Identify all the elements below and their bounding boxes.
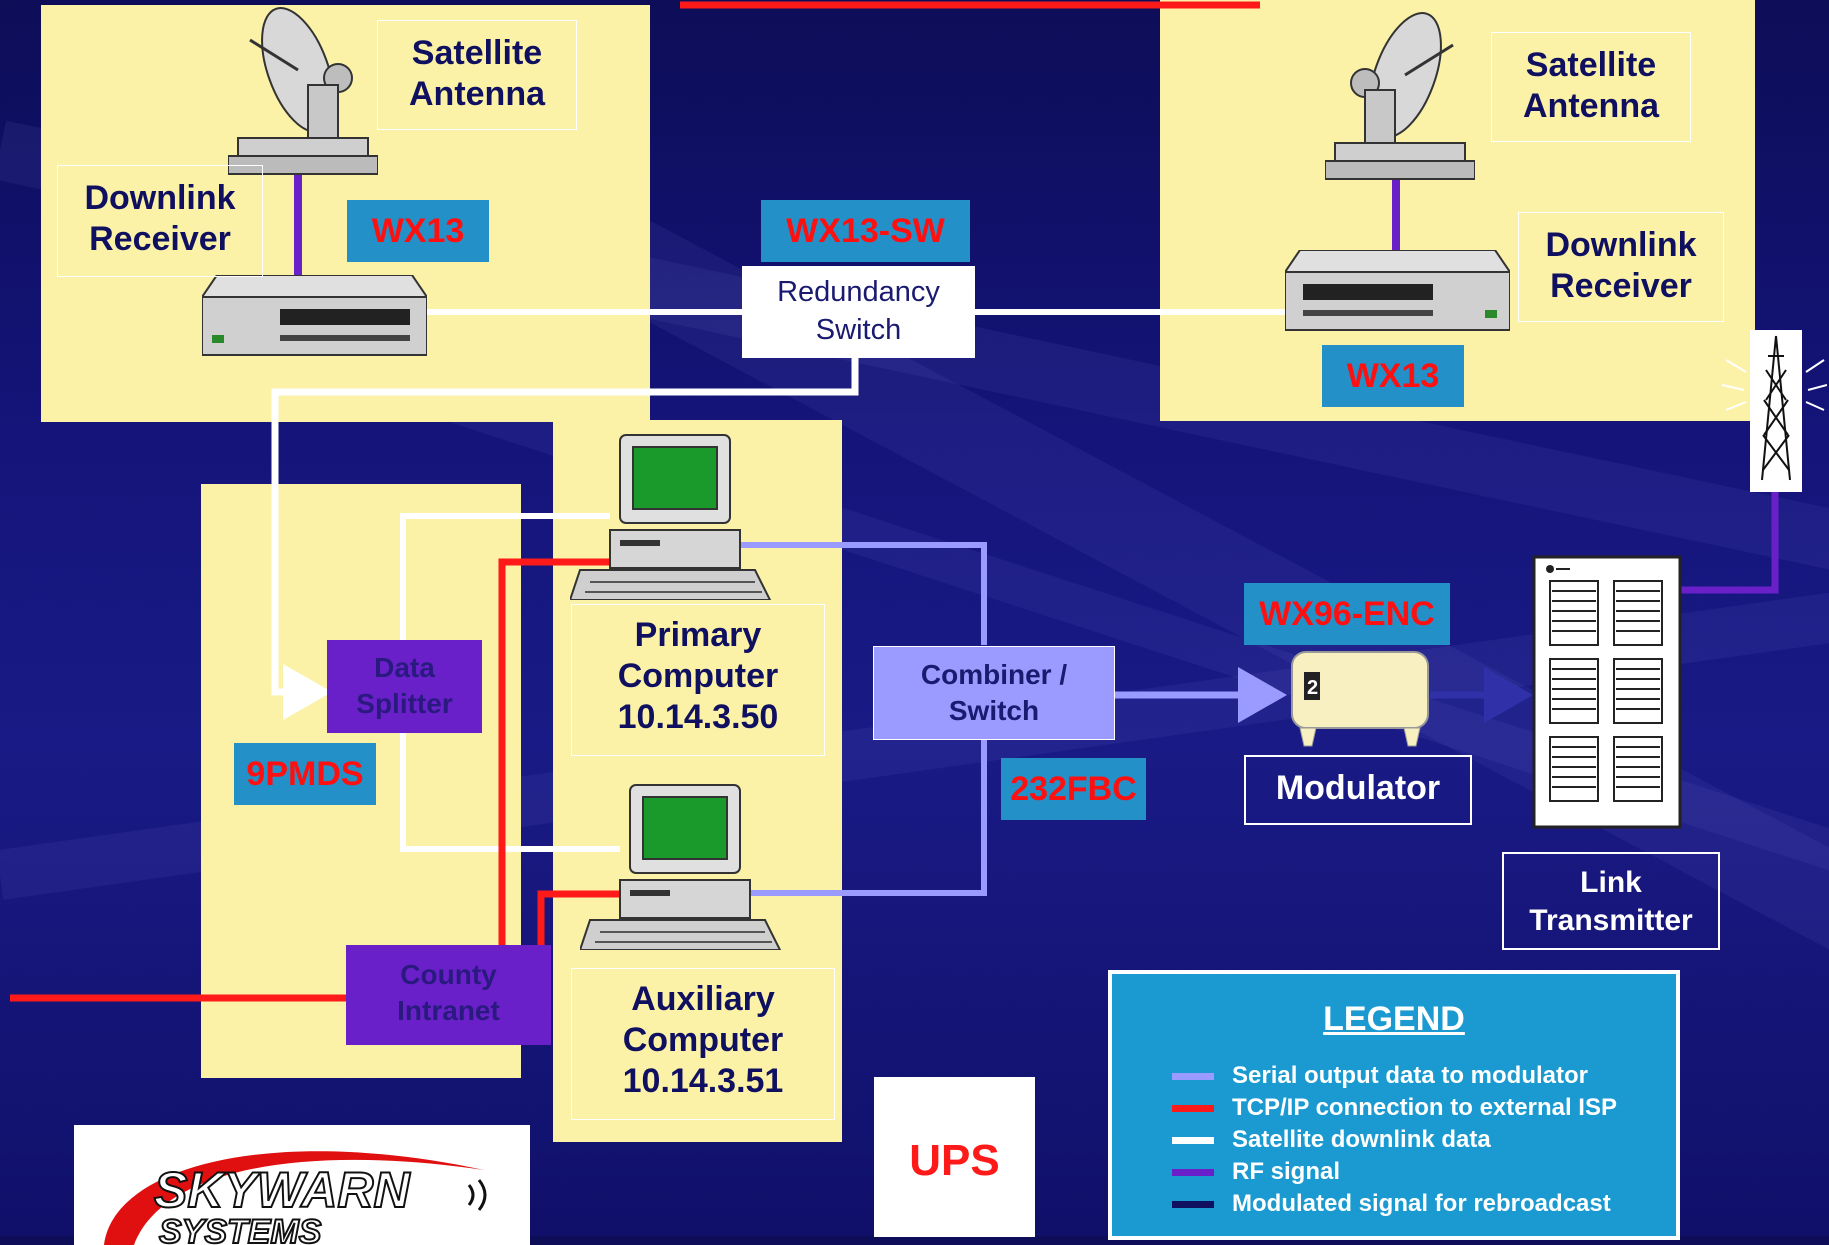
skywarn-logo: SKYWARN SYSTEMS [74, 1125, 530, 1245]
9pmds-tag: 9PMDS [234, 743, 376, 805]
serial-auxiliary-to-combiner [745, 740, 987, 896]
legend-swatch [1172, 1168, 1214, 1176]
satellite-antenna-label: Satellite Antenna [1491, 32, 1691, 142]
legend-label: TCP/IP connection to external ISP [1232, 1094, 1617, 1121]
legend-swatch [1172, 1200, 1214, 1208]
legend-swatch [1172, 1072, 1214, 1080]
red-intranet-to-auxiliary [537, 890, 622, 945]
primary-computer-icon [570, 434, 772, 600]
white-switch-to-splitter [271, 358, 859, 720]
legend-item: TCP/IP connection to external ISP [1172, 1093, 1617, 1123]
ups-box: UPS [874, 1077, 1035, 1237]
county-intranet: County Intranet [346, 945, 551, 1045]
modulator-icon: 2 [1291, 651, 1429, 747]
legend-label: Satellite downlink data [1232, 1126, 1491, 1153]
legend-title: LEGEND [1323, 1000, 1465, 1038]
232fbc-tag: 232FBC [1001, 758, 1146, 820]
svg-text:SYSTEMS: SYSTEMS [159, 1213, 322, 1245]
primary-computer-label: Primary Computer 10.14.3.50 [571, 604, 825, 756]
wx13-tag: WX13 [347, 200, 489, 262]
wx13-sw-tag: WX13-SW [761, 200, 970, 262]
wx13-tag: WX13 [1322, 345, 1464, 407]
data-splitter: Data Splitter [327, 640, 482, 733]
legend-item: RF signal [1172, 1157, 1340, 1187]
wx96-enc-tag: WX96-ENC [1244, 583, 1450, 645]
satellite-antenna-label: Satellite Antenna [377, 20, 577, 130]
legend-item: Satellite downlink data [1172, 1125, 1491, 1155]
combiner-switch: Combiner / Switch [873, 646, 1115, 740]
rf-transmitter-to-tower [1680, 485, 1779, 594]
legend-label: Serial output data to modulator [1232, 1062, 1589, 1089]
downlink-receiver-icon [1285, 250, 1510, 331]
downlink-receiver-label: Downlink Receiver [57, 165, 263, 277]
auxiliary-computer-icon [580, 784, 782, 950]
link-transmitter-label: Link Transmitter [1502, 852, 1720, 950]
redundancy-switch: Redundancy Switch [742, 266, 975, 358]
legend-item: Modulated signal for rebroadcast [1172, 1189, 1611, 1219]
downlink-receiver-icon [202, 275, 427, 356]
link-transmitter-icon [1532, 555, 1682, 829]
serial-primary-to-combiner [735, 542, 987, 645]
svg-text:SKYWARN: SKYWARN [154, 1162, 410, 1218]
transmission-tower-icon [1722, 330, 1827, 492]
downlink-receiver-label: Downlink Receiver [1518, 212, 1724, 322]
svg-text:2: 2 [1307, 677, 1318, 699]
red-intranet-to-primary [498, 558, 612, 945]
legend-swatch [1172, 1104, 1214, 1112]
legend: LEGEND Serial output data to modulator T… [1108, 970, 1680, 1240]
legend-swatch [1172, 1136, 1214, 1144]
satellite-dish-icon [1325, 12, 1475, 180]
auxiliary-computer-label: Auxiliary Computer 10.14.3.51 [571, 968, 835, 1120]
legend-label: Modulated signal for rebroadcast [1232, 1190, 1611, 1217]
modulator-label: Modulator [1244, 755, 1472, 825]
skywarn-logo-graphic: SKYWARN SYSTEMS [104, 1151, 487, 1245]
legend-item: Serial output data to modulator [1172, 1061, 1588, 1091]
satellite-dish-icon [228, 7, 378, 175]
legend-label: RF signal [1232, 1158, 1341, 1185]
